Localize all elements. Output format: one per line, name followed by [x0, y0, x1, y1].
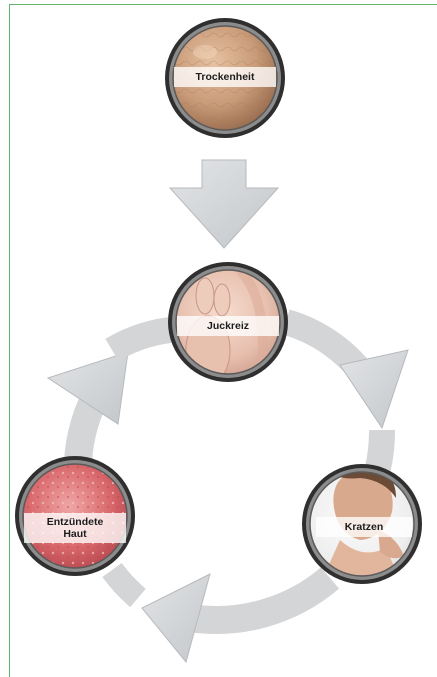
- node-label-inflamed: Entzündete Haut: [24, 513, 126, 543]
- node-label-scratch: Kratzen: [316, 517, 412, 537]
- node-label-dryness: Trockenheit: [174, 67, 276, 87]
- node-label-itch: Juckreiz: [177, 316, 279, 336]
- edge-dryness-to-itch-arrow: [170, 160, 278, 248]
- edge-scratch-to-inflamed-arrow: [190, 578, 330, 620]
